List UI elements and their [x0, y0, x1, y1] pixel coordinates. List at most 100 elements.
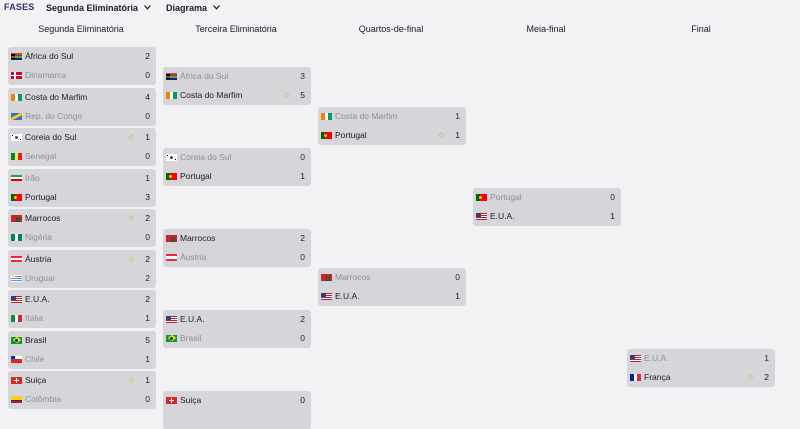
team-row[interactable]: Marrocos◇2 [8, 209, 156, 228]
team-name: Colômbia [25, 394, 61, 404]
team-score: 0 [610, 192, 615, 202]
team-row[interactable]: E.U.A.1 [318, 287, 466, 306]
team-score: 3 [145, 191, 150, 202]
team-name: Nigéria [25, 232, 52, 242]
team-name: E.U.A. [180, 314, 205, 324]
penalty-indicator-icon: ◇ [283, 92, 289, 99]
team-name: Áustria [25, 253, 52, 264]
team-row[interactable]: Marrocos 0 [318, 268, 466, 287]
team-score: 2 [145, 253, 150, 264]
team-score: 3 [300, 71, 305, 81]
team-name: África do Sul [25, 51, 74, 61]
team-score: 1 [145, 132, 150, 142]
stage-dropdown[interactable]: Segunda Eliminatória [46, 2, 151, 13]
team-row[interactable]: França◇2 [627, 368, 775, 387]
team-name: Senegal [25, 151, 57, 161]
team-name: E.U.A. [490, 211, 515, 221]
team-name: Itália [25, 313, 43, 323]
team-score: 0 [300, 395, 305, 405]
team-name: Suiça [25, 375, 47, 385]
flag-br-icon [166, 335, 177, 342]
flag-ir-icon [11, 174, 22, 182]
penalty-indicator-icon: ◇ [128, 377, 134, 384]
team-row[interactable]: Coreia do Sul◇1 [8, 128, 156, 147]
team-name: Rep. do Congo [25, 110, 83, 121]
team-name: Costa do Marfim [25, 91, 88, 102]
team-row[interactable]: E.U.A.2 [163, 310, 311, 329]
team-row[interactable]: E.U.A.1 [627, 349, 775, 368]
flag-at-icon [11, 255, 22, 263]
chevron-down-icon [144, 2, 151, 12]
team-name: Portugal [180, 171, 212, 181]
team-score: 0 [300, 333, 305, 343]
flag-za-icon [166, 73, 177, 80]
flag-us-icon [630, 355, 641, 362]
team-score: 2 [145, 272, 150, 283]
flag-ng-icon [11, 234, 22, 241]
flag-ma-icon [11, 215, 22, 222]
team-row[interactable]: E.U.A. 2 [8, 290, 156, 309]
team-score: 2 [145, 294, 150, 304]
flag-ma-icon [166, 235, 177, 242]
penalty-indicator-icon: ◇ [128, 255, 134, 263]
team-row[interactable]: Costa do Marfim◇5 [163, 86, 311, 105]
penalty-indicator-icon: ◇ [438, 132, 444, 139]
flag-us-icon [476, 213, 487, 220]
stage-dropdown-label: Segunda Eliminatória [46, 3, 139, 13]
team-name: Brasil [25, 334, 47, 345]
team-name: Marrocos [335, 272, 371, 282]
team-row[interactable]: Portugal◇1 [318, 126, 466, 145]
team-row[interactable]: Áustria ◇ 2 [8, 250, 156, 269]
team-score: 1 [610, 211, 615, 221]
view-dropdown[interactable]: Diagrama [166, 2, 220, 13]
flag-ch-icon [166, 397, 177, 404]
flag-za-icon [11, 53, 22, 60]
team-name: E.U.A. [25, 294, 50, 304]
team-score: 0 [455, 272, 460, 282]
team-score: 2 [300, 233, 305, 243]
team-row[interactable]: E.U.A. 1 [473, 207, 621, 226]
flag-cg-icon [11, 112, 22, 120]
team-row[interactable]: Suiça◇1 [8, 371, 156, 390]
